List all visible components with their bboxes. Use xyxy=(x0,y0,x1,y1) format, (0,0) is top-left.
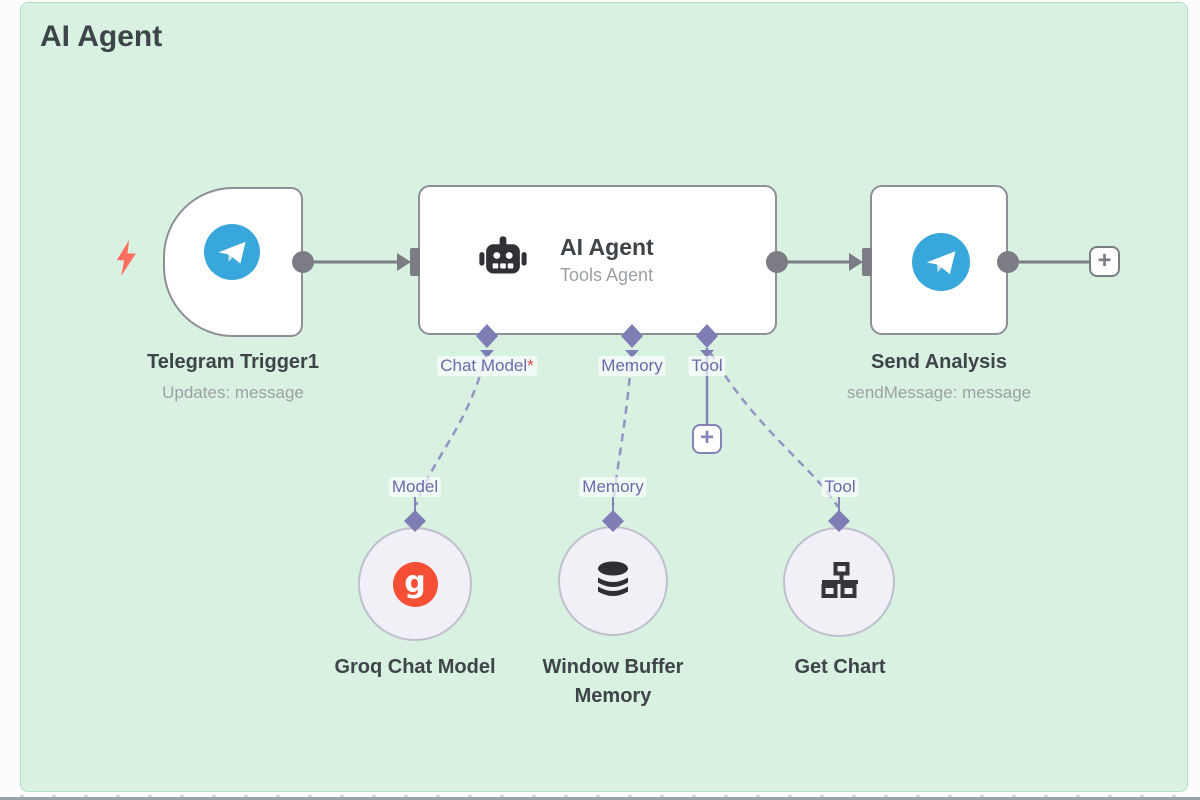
port-label-model-sub: Model xyxy=(388,477,442,497)
agent-node-subtitle: Tools Agent xyxy=(560,265,654,285)
sticky-note-title: AI Agent xyxy=(40,20,163,53)
port-memory[interactable] xyxy=(621,324,643,348)
node-get-chart[interactable] xyxy=(783,527,895,637)
sticky-note[interactable] xyxy=(20,2,1188,792)
add-tool-button[interactable]: + xyxy=(692,424,722,454)
node-label-groq: Groq Chat Model xyxy=(334,656,496,678)
robot-icon xyxy=(479,236,527,274)
port-label-memory-sub: Memory xyxy=(579,477,647,497)
node-window-buffer-memory[interactable] xyxy=(558,526,668,636)
node-telegram-trigger[interactable] xyxy=(163,187,303,337)
node-label-memory: Window Buffer Memory xyxy=(542,656,684,707)
window-bottom-edge xyxy=(0,797,1200,800)
node-label-trigger: Telegram Trigger1 xyxy=(147,351,319,373)
groq-logo-icon: g xyxy=(392,561,438,607)
plus-icon: + xyxy=(699,424,714,451)
port-get-chart-input[interactable] xyxy=(828,510,850,532)
connection-trigger-to-agent[interactable] xyxy=(314,248,420,276)
port-memory-input[interactable] xyxy=(602,510,624,532)
node-sublabel-trigger: Updates: message xyxy=(162,383,304,402)
node-ai-agent[interactable]: AI Agent Tools Agent xyxy=(418,185,777,335)
node-sublabel-send: sendMessage: message xyxy=(846,383,1032,402)
node-label-get-chart: Get Chart xyxy=(794,656,886,678)
required-marker: * xyxy=(527,356,534,375)
node-groq-chat-model[interactable]: g xyxy=(358,527,472,641)
node-label-send: Send Analysis xyxy=(871,351,1007,373)
port-groq-input[interactable] xyxy=(404,510,426,532)
input-port-send[interactable] xyxy=(862,248,872,276)
output-port-agent[interactable] xyxy=(766,251,788,273)
arrowhead-icon xyxy=(397,253,411,271)
connection-agent-to-send[interactable] xyxy=(788,248,872,276)
port-label-memory: Memory xyxy=(598,356,666,376)
plus-icon: + xyxy=(1097,246,1112,274)
port-label-tool: Tool xyxy=(688,356,726,376)
sitemap-icon xyxy=(821,562,858,598)
output-port-trigger[interactable] xyxy=(292,251,314,273)
agent-node-title: AI Agent xyxy=(560,234,654,260)
telegram-icon xyxy=(204,224,260,280)
database-icon xyxy=(598,561,628,596)
node-send-analysis[interactable] xyxy=(870,185,1008,335)
input-port-agent[interactable] xyxy=(410,248,420,276)
port-label-tool-sub: Tool xyxy=(821,477,859,497)
output-port-send[interactable] xyxy=(997,251,1019,273)
port-tool[interactable] xyxy=(696,324,718,348)
telegram-icon xyxy=(912,233,970,291)
lightning-bolt-icon xyxy=(116,240,136,276)
port-label-chat-model: Chat Model* xyxy=(437,356,537,376)
add-node-button[interactable]: + xyxy=(1089,246,1120,277)
port-chat-model[interactable] xyxy=(476,324,498,348)
arrowhead-icon xyxy=(849,253,863,271)
